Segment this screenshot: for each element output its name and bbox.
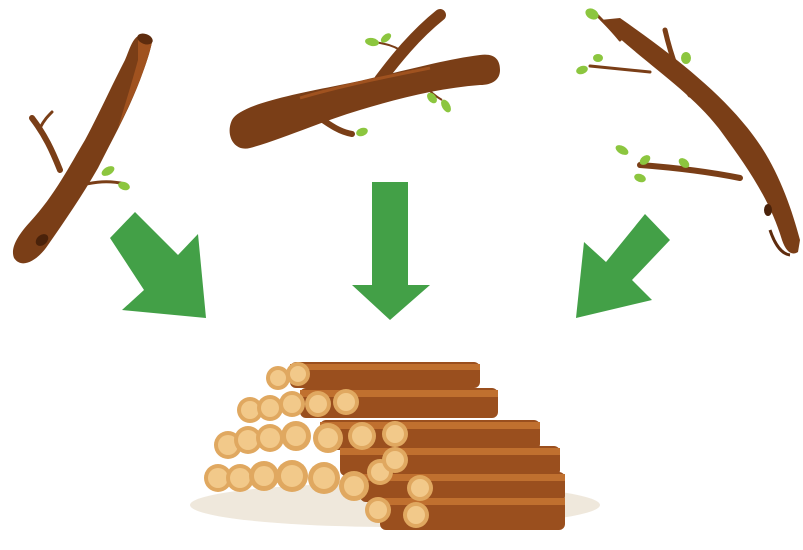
branch-center-icon [229,9,500,149]
woodpile-icon [190,362,600,530]
branch-left-icon [12,33,153,264]
arrow-down-right-icon [110,212,206,318]
arrow-down-icon [352,182,430,320]
woodpile-log-ends [204,362,433,528]
arrow-down-left-icon [576,214,670,318]
branch-right-icon [576,8,800,257]
